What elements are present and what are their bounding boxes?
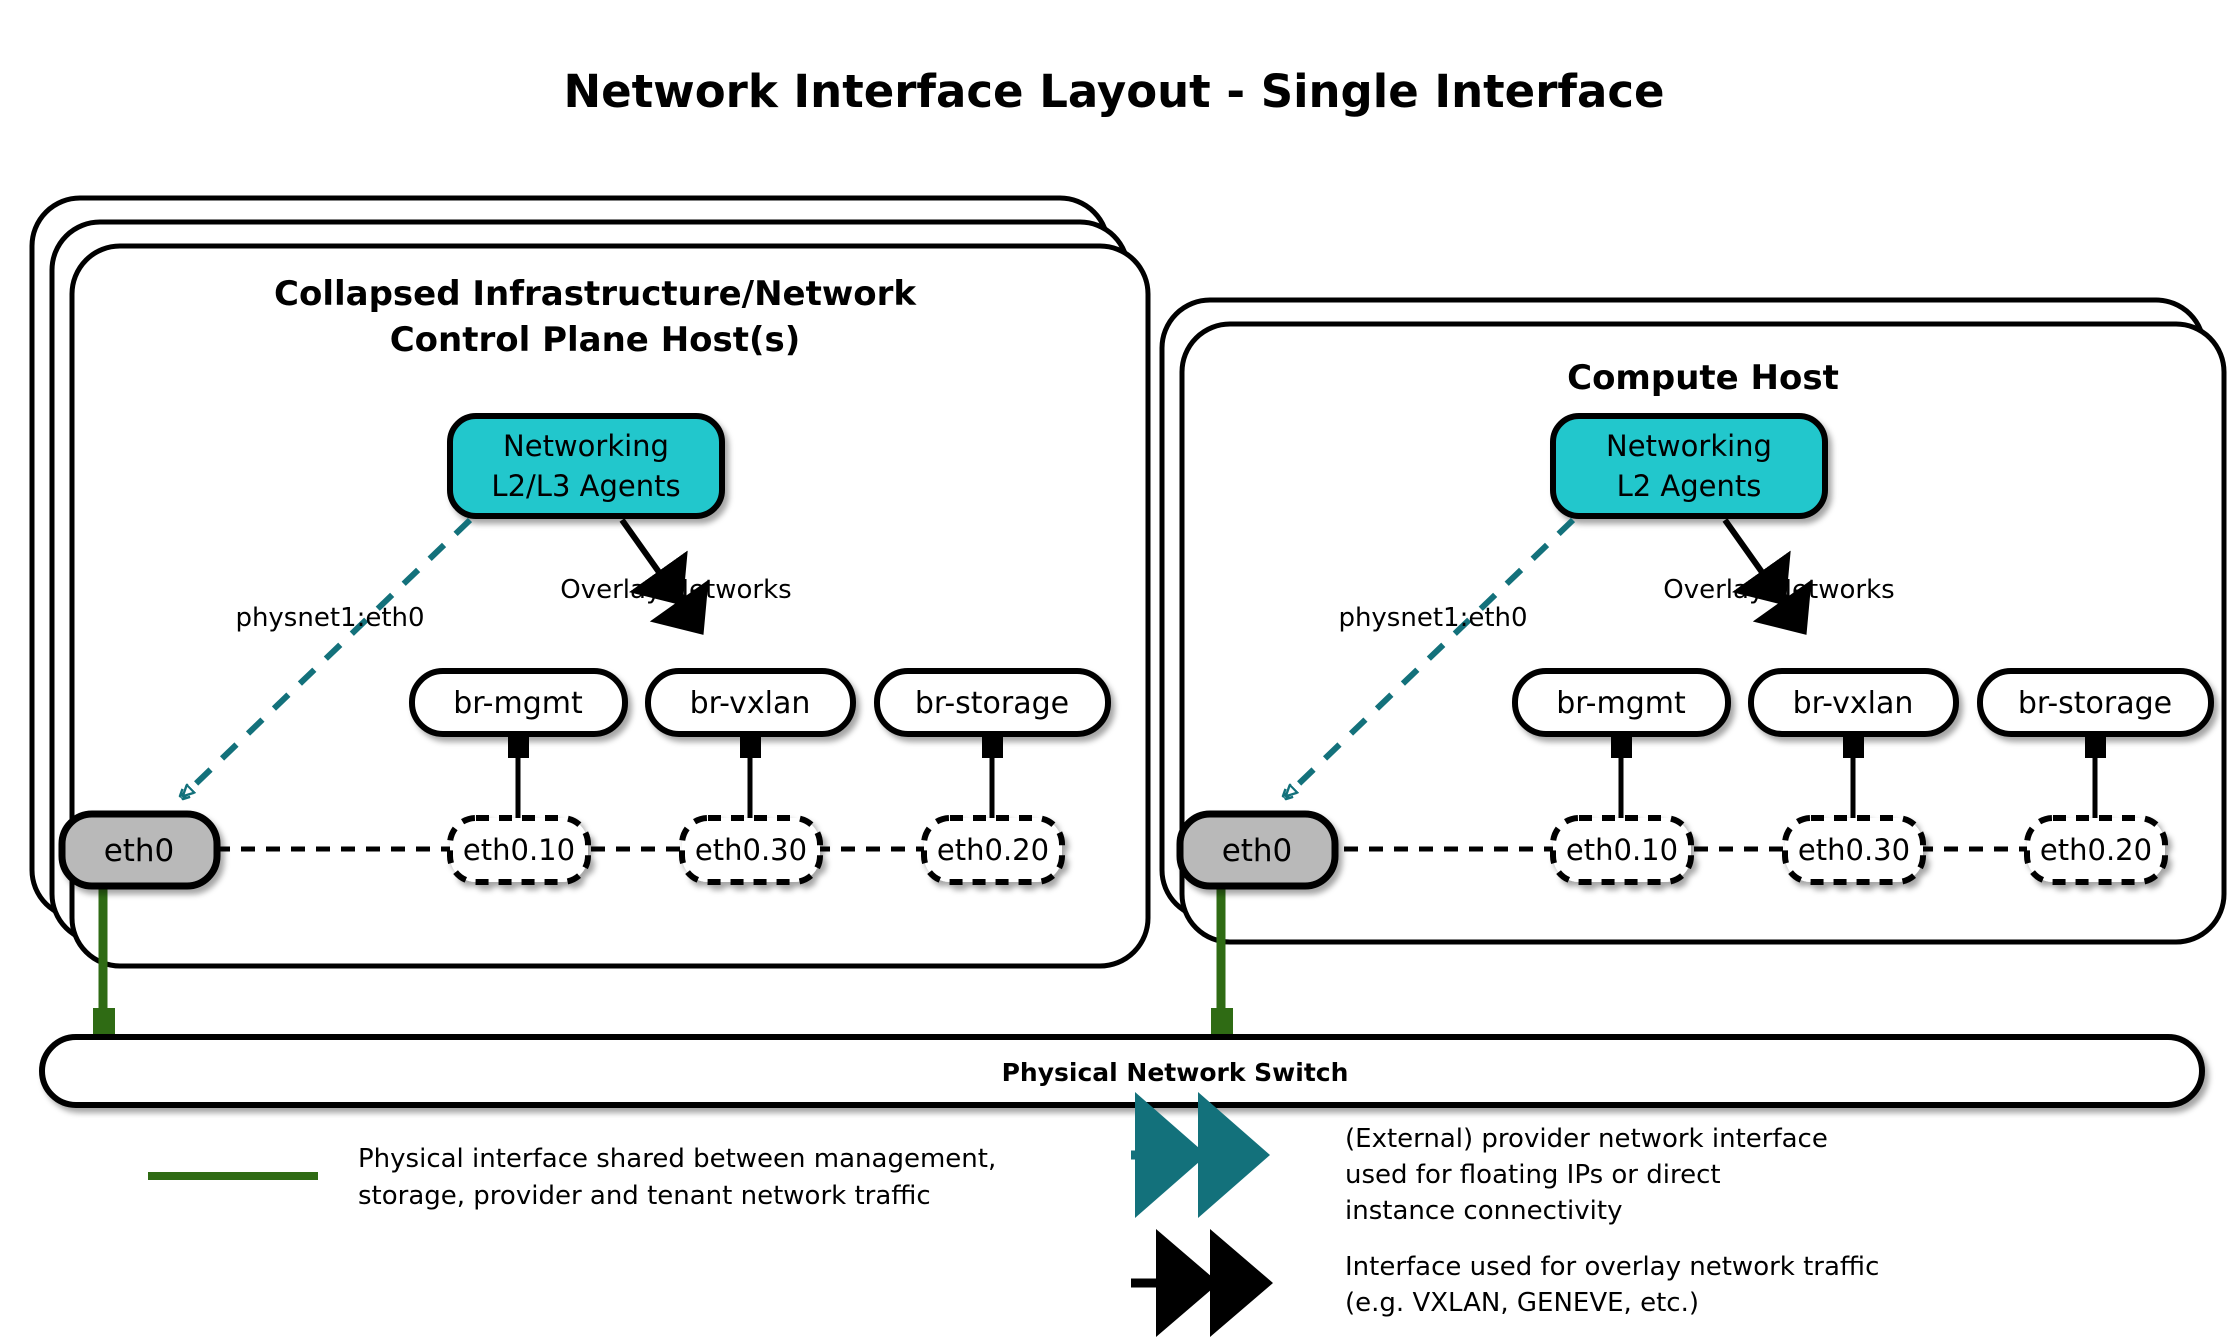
- legend-text-line: Interface used for overlay network traff…: [1345, 1252, 1879, 1282]
- bridge-port-stub: [2085, 734, 2106, 758]
- bridge-label: br-storage: [2018, 686, 2172, 721]
- switch-bar: [39, 1034, 2205, 1108]
- bridge-label: br-vxlan: [690, 686, 811, 721]
- bridge-port-stub: [1611, 734, 1632, 758]
- bridge-group-br-mgmt[interactable]: br-mgmt eth0.10: [1512, 668, 1731, 885]
- bridge-group-br-vxlan[interactable]: br-vxlan eth0.30: [1748, 668, 1959, 885]
- vlan-box: [679, 815, 823, 885]
- legend-text-line: Physical interface shared between manage…: [358, 1144, 996, 1174]
- vlan-box: [2024, 815, 2168, 885]
- provider-network-arrow: [182, 517, 473, 797]
- agent-box-shape: [1550, 413, 1828, 519]
- nic-eth0-control-plane-host[interactable]: eth0: [58, 810, 221, 890]
- vlan-label: eth0.30: [1798, 833, 1910, 867]
- host-title-line2: Control Plane Host(s): [390, 320, 801, 360]
- bridge-group-br-storage[interactable]: br-storage eth0.20: [1977, 668, 2214, 885]
- agent-label-line2: L2 Agents: [1617, 469, 1762, 503]
- bridge-label: br-mgmt: [1556, 686, 1686, 721]
- agent-label-line1: Networking: [503, 429, 669, 463]
- bridge-label: br-storage: [915, 686, 1069, 721]
- bridge-port-stub: [508, 734, 529, 758]
- agent-box-control-plane-host[interactable]: Networking L2/L3 Agents: [447, 413, 725, 519]
- bridge-group-br-mgmt[interactable]: br-mgmt eth0.10: [409, 668, 628, 885]
- legend-item-overlay-interface: Interface used for overlay network traff…: [1131, 1229, 1879, 1337]
- overlay-network-label: Overlay Networks: [1663, 575, 1894, 605]
- legend-text-line: (e.g. VXLAN, GENEVE, etc.): [1345, 1288, 1699, 1318]
- vlan-box: [921, 815, 1065, 885]
- legend-item-provider-interface: (External) provider network interface us…: [1131, 1092, 1828, 1226]
- nic-eth0-compute-host[interactable]: eth0: [1176, 810, 1339, 890]
- agent-box-compute-host[interactable]: Networking L2 Agents: [1550, 413, 1828, 519]
- host-card-control-plane-host[interactable]: [69, 243, 1151, 969]
- vlan-label: eth0.20: [2040, 833, 2152, 867]
- host-title-line1: Collapsed Infrastructure/Network: [274, 274, 917, 314]
- bridge-label: br-vxlan: [1793, 686, 1914, 721]
- vlan-label: eth0.10: [1566, 833, 1678, 867]
- nic-box: [58, 810, 221, 890]
- nic-label: eth0: [104, 833, 175, 869]
- host-card-compute-host[interactable]: [1179, 321, 2227, 945]
- legend-item-physical-interface: Physical interface shared between manage…: [148, 1144, 996, 1211]
- bridge-group-br-storage[interactable]: br-storage eth0.20: [874, 668, 1111, 885]
- switch-label: Physical Network Switch: [1002, 1058, 1349, 1087]
- overlay-network-label: Overlay Networks: [560, 575, 791, 605]
- agent-label-line2: L2/L3 Agents: [491, 469, 680, 503]
- provider-network-arrow: [1285, 517, 1576, 797]
- vlan-label: eth0.30: [695, 833, 807, 867]
- host-card-stack-control-plane-host: [29, 195, 1151, 969]
- agent-label-line1: Networking: [1606, 429, 1772, 463]
- legend-text-line: storage, provider and tenant network tra…: [358, 1181, 931, 1211]
- bridge-label: br-mgmt: [453, 686, 583, 721]
- vlan-box: [447, 815, 591, 885]
- bridge-port-stub: [982, 734, 1003, 758]
- page-title: Network Interface Layout - Single Interf…: [563, 65, 1664, 118]
- nic-label: eth0: [1222, 833, 1293, 869]
- vlan-box: [1782, 815, 1926, 885]
- vlan-label: eth0.20: [937, 833, 1049, 867]
- legend-text-line: (External) provider network interface: [1345, 1124, 1828, 1154]
- bridge-port-stub: [1843, 734, 1864, 758]
- physical-network-switch[interactable]: Physical Network Switch: [39, 1034, 2205, 1108]
- legend-text-line: used for floating IPs or direct: [1345, 1160, 1721, 1190]
- provider-network-label: physnet1:eth0: [235, 603, 424, 633]
- agent-box-shape: [447, 413, 725, 519]
- vlan-label: eth0.10: [463, 833, 575, 867]
- nic-box: [1176, 810, 1339, 890]
- vlan-box: [1550, 815, 1694, 885]
- provider-network-label: physnet1:eth0: [1338, 603, 1527, 633]
- host-card-stack-compute-host: [1159, 297, 2227, 945]
- legend-text-line: instance connectivity: [1345, 1196, 1622, 1226]
- host-title-line1: Compute Host: [1567, 358, 1839, 398]
- overlay-network-arrow: [1722, 518, 1812, 635]
- bridge-port-stub: [740, 734, 761, 758]
- overlay-network-arrow: [619, 518, 709, 635]
- bridge-group-br-vxlan[interactable]: br-vxlan eth0.30: [645, 668, 856, 885]
